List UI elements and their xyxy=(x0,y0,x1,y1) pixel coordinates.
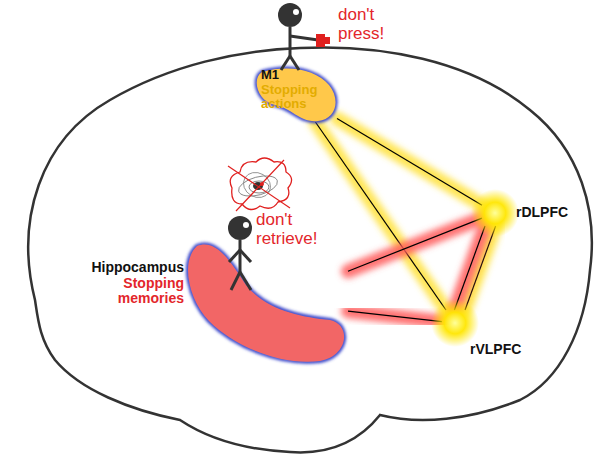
region-shape xyxy=(482,200,508,226)
speech-text: don't retrieve! xyxy=(256,211,338,248)
region-text: rDLPFC xyxy=(516,205,568,221)
prefrontal-hub: rVLPFC xyxy=(442,310,468,336)
connection-line xyxy=(348,218,482,271)
region-name: M1 xyxy=(261,68,335,83)
connection-core xyxy=(337,119,482,206)
region-text: M1Stopping actions xyxy=(261,68,335,112)
stop-button xyxy=(316,34,325,47)
thought-cloud xyxy=(230,158,291,210)
figure-body xyxy=(239,240,242,272)
hippocampus-region: HippocampusStopping memories xyxy=(190,240,348,365)
brain-outline xyxy=(28,47,591,452)
figure-eye xyxy=(243,222,249,228)
connection-core xyxy=(315,122,446,310)
scribble-core xyxy=(253,182,263,190)
region-fill xyxy=(257,68,336,121)
cross-out-line xyxy=(228,166,290,208)
region-shape xyxy=(190,240,348,365)
speech-text: don't press! xyxy=(338,6,402,43)
connection-line xyxy=(465,226,496,310)
region-name: rDLPFC xyxy=(516,205,568,221)
region-text: rVLPFC xyxy=(470,342,521,358)
prefrontal-hub: rDLPFC xyxy=(482,200,508,226)
glow-point xyxy=(471,189,519,237)
figure-arm xyxy=(240,250,251,262)
figure-leg xyxy=(240,272,251,290)
region-function: Stopping memories xyxy=(72,276,184,307)
region-name: Hippocampus xyxy=(72,260,184,276)
stick-figure xyxy=(278,3,330,70)
connection-core xyxy=(465,226,496,310)
figure-head xyxy=(228,216,252,240)
scribble-loop xyxy=(239,168,275,203)
glow-point xyxy=(431,299,479,347)
figure-arm xyxy=(290,36,318,40)
region-shape xyxy=(442,310,468,336)
figure-leg xyxy=(281,56,290,70)
memory-scribble xyxy=(228,158,292,211)
region-outline xyxy=(188,244,344,361)
figure-head xyxy=(278,3,302,27)
region-text: HippocampusStopping memories xyxy=(72,260,184,307)
figure-body xyxy=(289,27,292,56)
scribble-loop xyxy=(249,181,269,193)
connection-core xyxy=(348,218,482,271)
cross-out-line xyxy=(236,160,284,211)
region-outline xyxy=(257,68,336,121)
motor-cortex-region: M1Stopping actions xyxy=(255,66,337,122)
figure-leg xyxy=(290,56,299,70)
figure-leg xyxy=(231,272,240,290)
region-shape xyxy=(255,66,337,122)
region-fill xyxy=(188,244,344,361)
connection-glow xyxy=(454,226,485,310)
connection-glow xyxy=(348,218,482,271)
connection-core xyxy=(348,311,442,321)
stick-figure xyxy=(228,216,252,290)
connection-line xyxy=(454,226,485,310)
scribble-loop xyxy=(236,172,279,200)
figure-arm xyxy=(229,250,240,262)
connection-glow xyxy=(465,226,496,310)
connection-line xyxy=(315,122,446,310)
connection-glow xyxy=(337,119,482,206)
connection-glow xyxy=(315,122,446,310)
region-name: rVLPFC xyxy=(470,342,521,358)
scribble-dot xyxy=(260,182,264,186)
connection-line xyxy=(348,311,442,321)
connection-line xyxy=(337,119,482,206)
region-function: Stopping actions xyxy=(261,83,335,112)
connection-core xyxy=(454,226,485,310)
figure-eye xyxy=(293,9,299,15)
connection-glow xyxy=(348,311,442,321)
stop-button-cap xyxy=(325,37,330,44)
